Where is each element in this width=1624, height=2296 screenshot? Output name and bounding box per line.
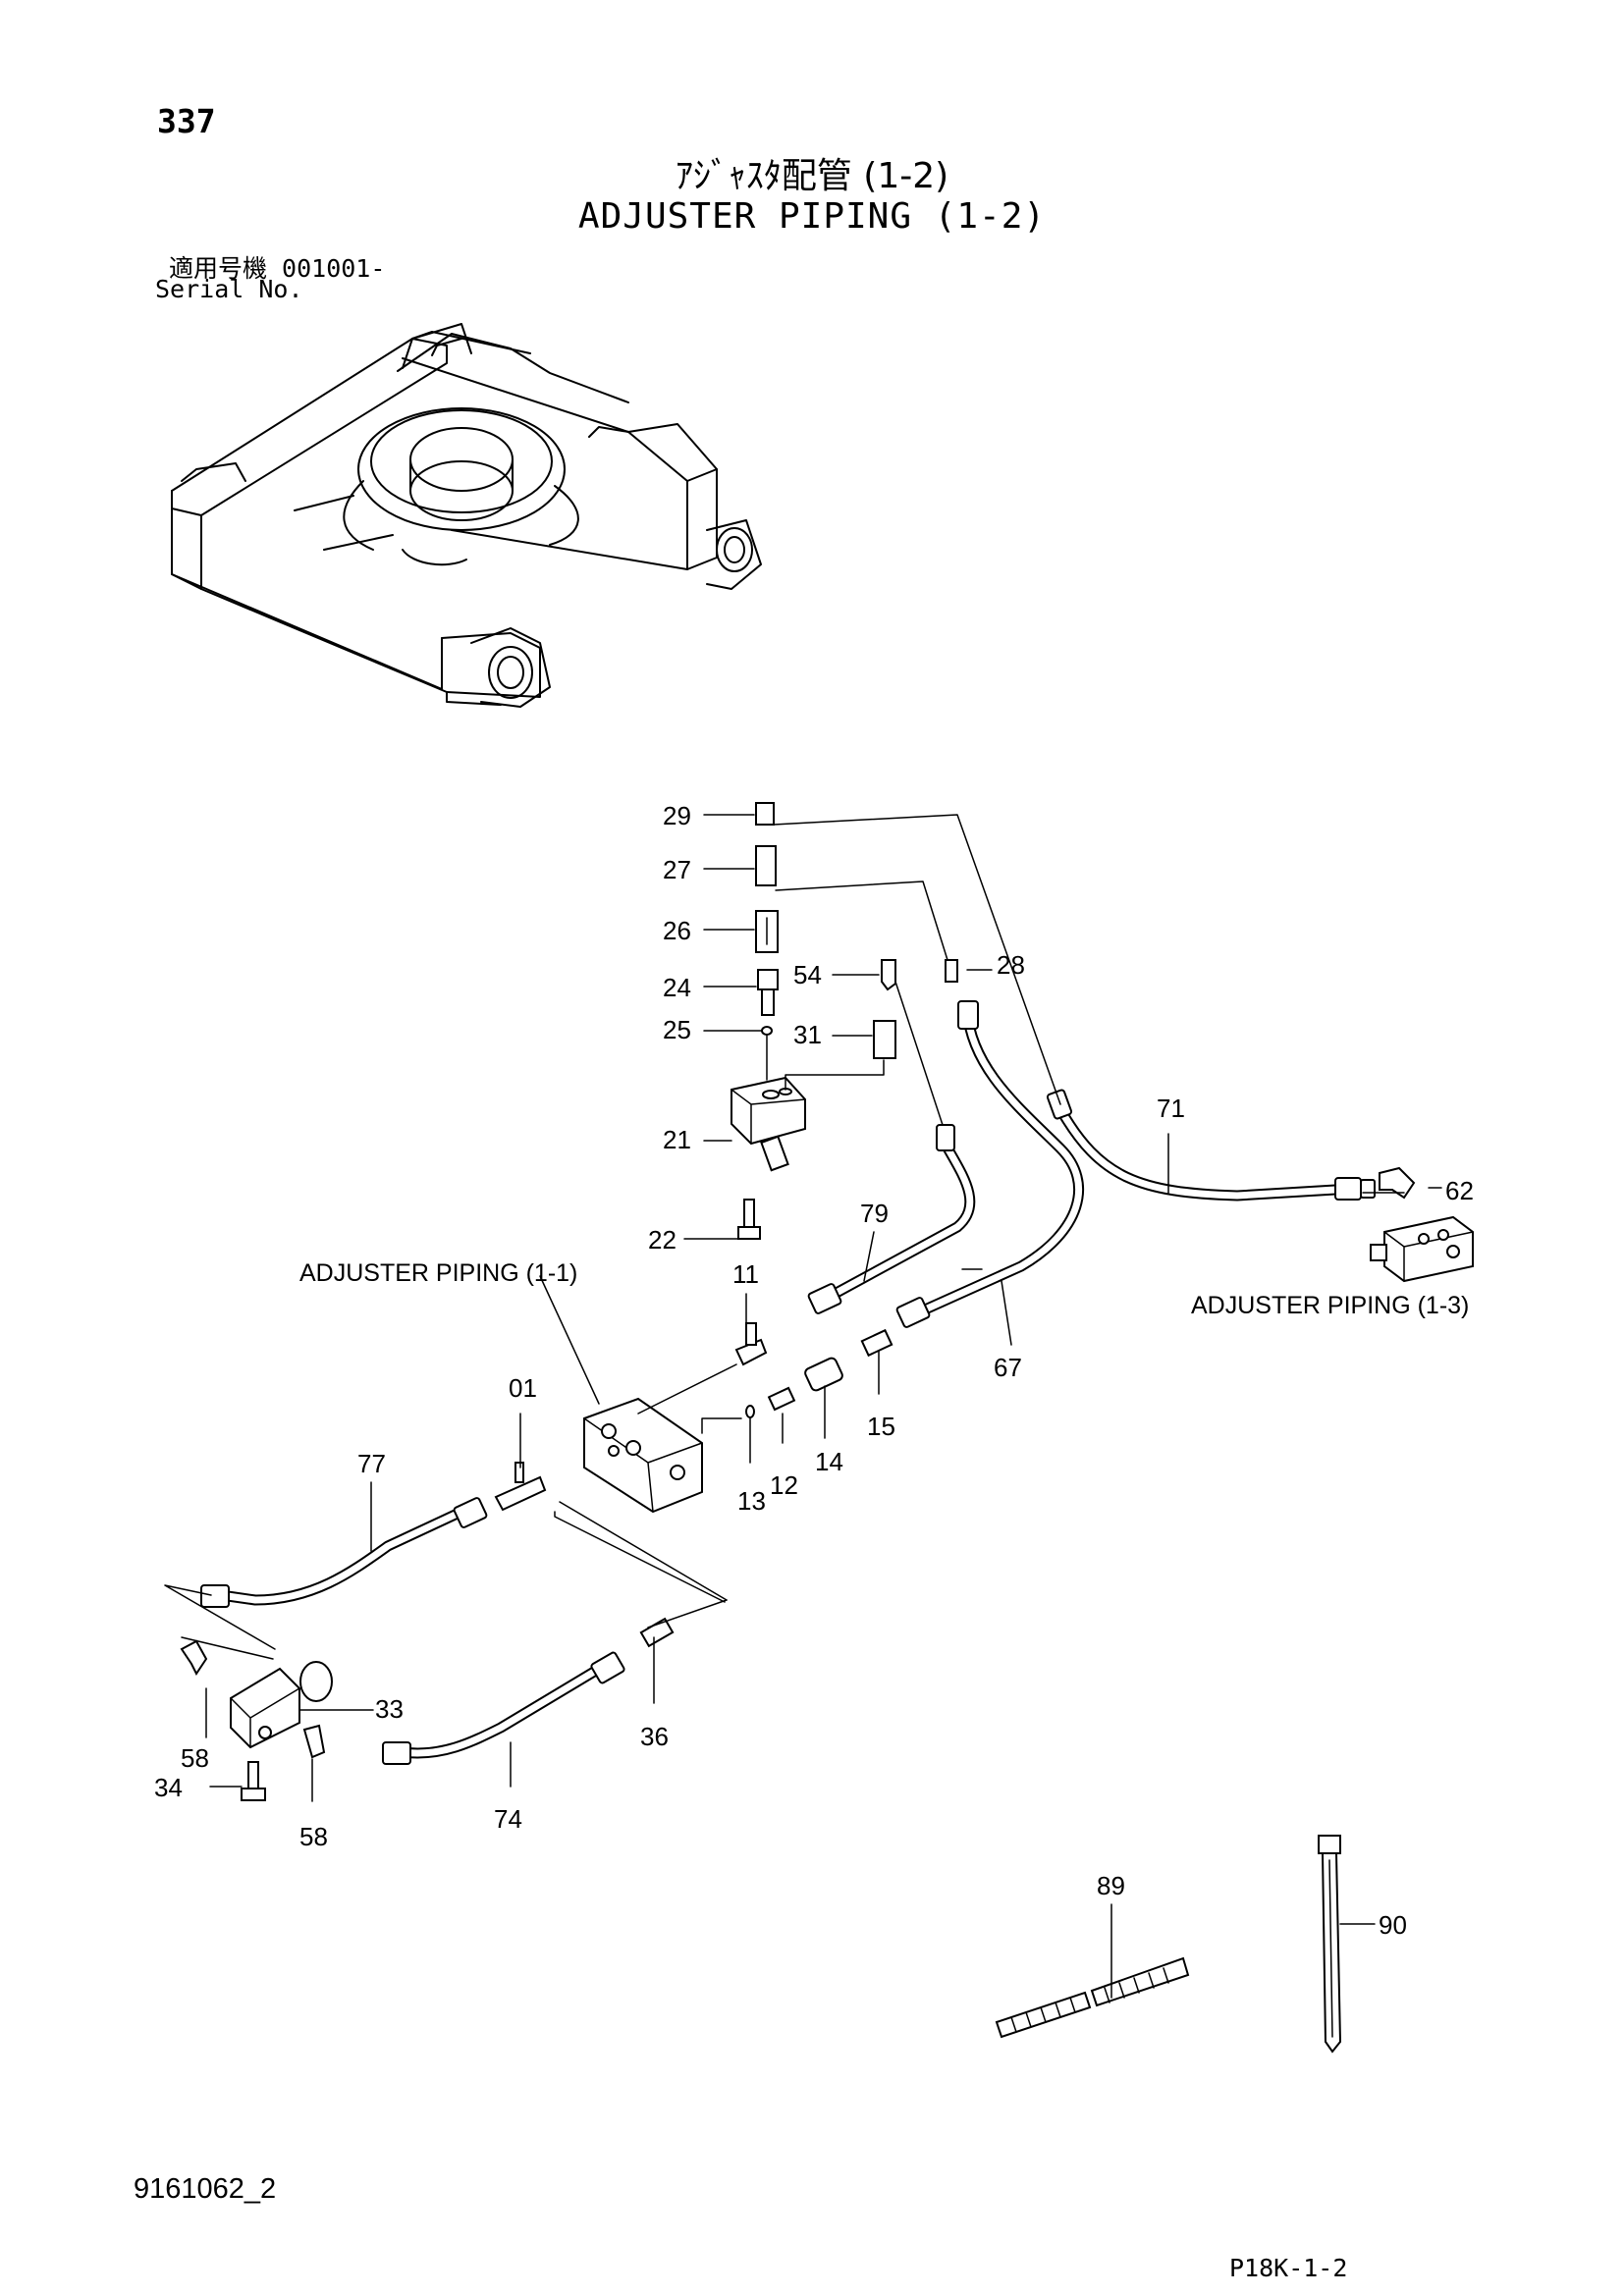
callout-29: 29 bbox=[663, 801, 691, 830]
callout-67: 67 bbox=[994, 1353, 1022, 1382]
serial-label-japanese: 適用号機 001001- bbox=[169, 254, 386, 283]
title-english: ADJUSTER PIPING (1-2) bbox=[577, 196, 1047, 237]
callout-13: 13 bbox=[737, 1486, 766, 1516]
callout-01: 01 bbox=[509, 1373, 537, 1403]
callout-31: 31 bbox=[793, 1020, 822, 1049]
callout-62: 62 bbox=[1445, 1176, 1474, 1205]
callout-25: 25 bbox=[663, 1015, 691, 1044]
hose-fittings bbox=[200, 1000, 1376, 1765]
callout-22: 22 bbox=[648, 1225, 677, 1255]
callout-26: 26 bbox=[663, 916, 691, 945]
drawing-code: 9161062_2 bbox=[134, 2173, 277, 2205]
callout-54: 54 bbox=[793, 960, 822, 989]
callout-24: 24 bbox=[663, 973, 691, 1002]
fittings bbox=[180, 802, 1474, 2054]
reference-adjuster-piping-1-3: ADJUSTER PIPING (1-3) bbox=[1191, 1292, 1469, 1319]
callout-74: 74 bbox=[494, 1804, 522, 1834]
callout-15: 15 bbox=[867, 1412, 895, 1441]
serial-label-english: Serial No. bbox=[155, 275, 303, 303]
callout-12: 12 bbox=[770, 1470, 798, 1500]
callout-21: 21 bbox=[663, 1125, 691, 1154]
reference-adjuster-piping-1-1: ADJUSTER PIPING (1-1) bbox=[299, 1259, 577, 1287]
callouts: 29 27 26 24 25 31 54 28 21 22 11 79 71 6… bbox=[154, 801, 1474, 1940]
title-japanese: ｱｼﾞｬｽﾀ配管 (1-2) bbox=[675, 156, 949, 196]
callout-27: 27 bbox=[663, 855, 691, 884]
callout-89: 89 bbox=[1097, 1871, 1125, 1900]
callout-79: 79 bbox=[860, 1199, 889, 1228]
callout-34: 34 bbox=[154, 1773, 183, 1802]
callout-11: 11 bbox=[732, 1259, 759, 1289]
callout-28: 28 bbox=[997, 950, 1025, 980]
reference-labels: ADJUSTER PIPING (1-1) ADJUSTER PIPING (1… bbox=[299, 1259, 1469, 1319]
callout-71: 71 bbox=[1157, 1094, 1185, 1123]
callout-14: 14 bbox=[815, 1447, 843, 1476]
callout-58-upper: 58 bbox=[181, 1743, 209, 1773]
callout-33: 33 bbox=[375, 1694, 404, 1724]
callout-77: 77 bbox=[357, 1449, 386, 1478]
callout-58-lower: 58 bbox=[299, 1822, 328, 1851]
callout-36: 36 bbox=[640, 1722, 669, 1751]
callout-90: 90 bbox=[1379, 1910, 1407, 1940]
page-number: 337 bbox=[157, 102, 216, 140]
track-frame-illustration bbox=[171, 323, 762, 708]
leader-lines bbox=[164, 814, 1442, 1999]
page-code: P18K-1-2 bbox=[1229, 2254, 1348, 2282]
